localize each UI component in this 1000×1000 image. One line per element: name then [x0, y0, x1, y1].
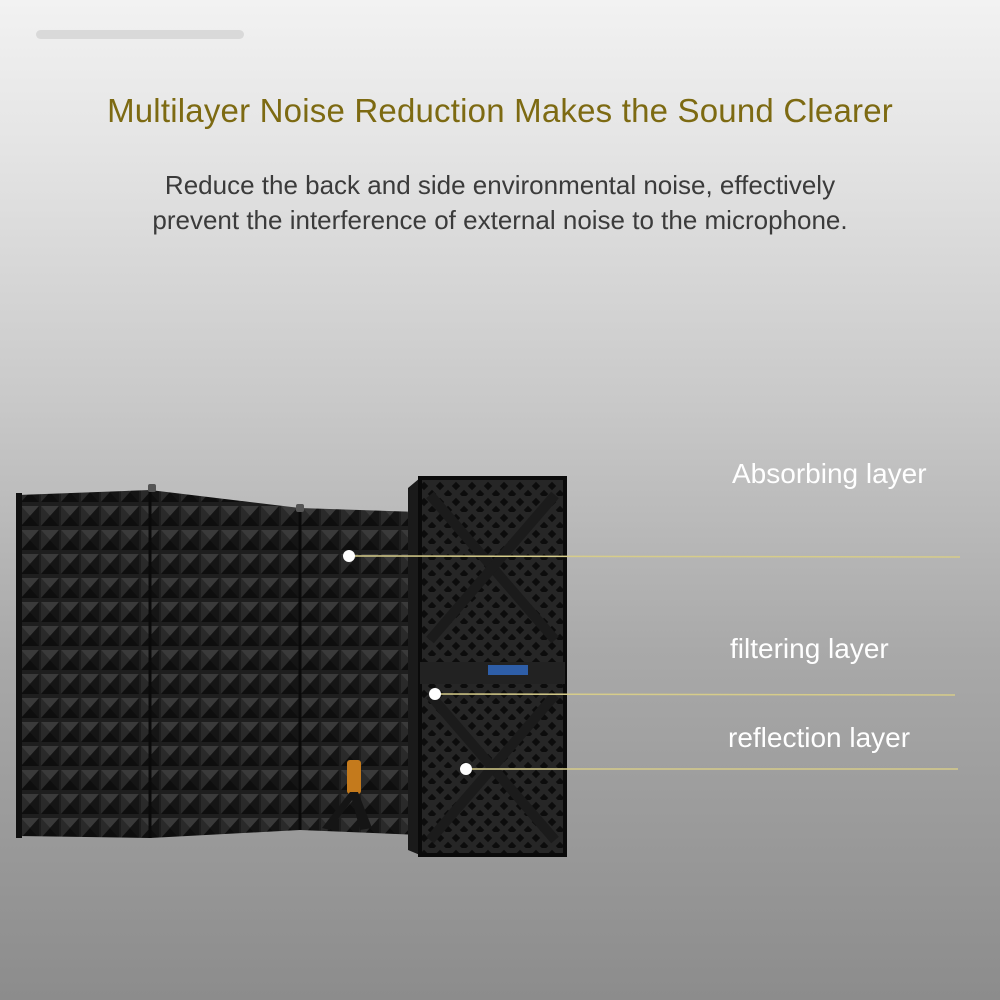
top-progress-bar [36, 30, 244, 39]
front-panel [408, 476, 567, 857]
description-line-2: prevent the interference of external noi… [152, 205, 848, 235]
description: Reduce the back and side environmental n… [60, 168, 940, 238]
filtering-layer-callout [429, 688, 956, 700]
mic-mount [322, 760, 372, 830]
reflection-layer-label: reflection layer [728, 722, 911, 753]
headline: Multilayer Noise Reduction Makes the Sou… [107, 92, 893, 129]
absorbing-layer-label: Absorbing layer [732, 458, 927, 489]
description-line-1: Reduce the back and side environmental n… [164, 170, 836, 200]
absorbing-layer-callout [343, 550, 961, 562]
filtering-layer-label: filtering layer [730, 633, 889, 664]
foam-panels [16, 484, 420, 838]
reflection-layer-callout [460, 763, 958, 775]
